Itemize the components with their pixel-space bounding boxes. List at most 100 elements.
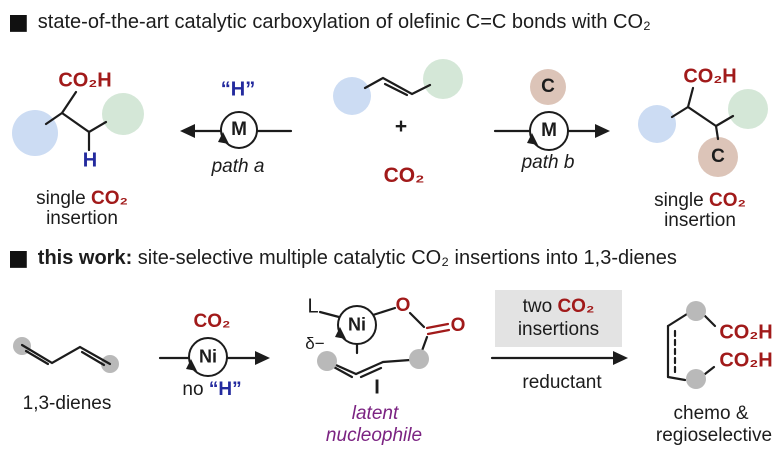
carbon-sphere-tan [698, 137, 738, 177]
bullet-square-icon: ■ [8, 9, 29, 35]
hydride-quoted: “H” [208, 379, 242, 401]
path-b-label: path b [521, 152, 575, 174]
co2-reagent-label: CO₂ [193, 311, 231, 333]
ligand-bond [318, 310, 341, 319]
hydrogen-label: H [82, 149, 98, 172]
substituent-sphere-blue [12, 110, 58, 156]
plus-sign: + [394, 114, 408, 138]
metal-catalyst-circle [220, 111, 258, 149]
bond-lines [666, 312, 717, 382]
box-co2: CO₂ [557, 296, 595, 318]
substituent-sphere-green [423, 59, 463, 99]
acid-label: CO₂H [719, 321, 773, 344]
oxygen-label: O [395, 295, 411, 317]
right-caption-line2: insertion [664, 210, 736, 232]
box-line1: two CO₂ [523, 296, 595, 318]
left-caption-line1: single CO₂ [36, 189, 128, 209]
arrowhead-right-icon [595, 124, 610, 138]
bond-lines [20, 343, 112, 366]
nickel-label: Ni [199, 346, 217, 367]
carbon-label: C [711, 146, 725, 168]
bond-lines [44, 90, 108, 152]
oxygen-label: O [450, 315, 466, 337]
double-bond-line [383, 82, 409, 97]
product-caption-line2: regioselective [655, 425, 773, 447]
delta-minus-label: δ− [305, 334, 325, 354]
this-work-rest: site-selective multiple catalytic CO₂ in… [132, 247, 677, 269]
nickel-label: Ni [348, 314, 366, 335]
substituent-sphere-blue [333, 77, 371, 115]
substituent-sphere-green [728, 89, 768, 129]
caption-co2: CO₂ [90, 188, 128, 210]
cycle-arrowhead-icon [335, 327, 346, 339]
two-co2-insertions-box: two CO₂ insertions [495, 290, 622, 347]
caption-co2: CO₂ [708, 190, 746, 212]
nickel-catalyst-circle [188, 337, 228, 377]
bullet-square-icon: ■ [8, 245, 29, 271]
no-hydride-label: no “H” [182, 380, 241, 400]
path-a-label: path a [211, 156, 265, 178]
header-top-text: state-of-the-art catalytic carboxylation… [37, 11, 651, 33]
double-bond-line [24, 349, 50, 366]
site-sphere-gray [317, 351, 337, 371]
acid-label: CO₂H [683, 65, 737, 88]
diene-label: 1,3-dienes [22, 393, 112, 415]
header-work-text: this work: site-selective multiple catal… [38, 247, 677, 270]
partial-double-bond [359, 366, 383, 379]
latent-line1: latent [351, 403, 399, 425]
right-product-structure [638, 86, 768, 177]
metal-label: M [231, 119, 247, 141]
arrowhead-left-icon [180, 124, 195, 138]
arrowhead-right-icon [613, 351, 628, 365]
olefin-substrate-structure [333, 59, 463, 115]
path-b-arrow [493, 69, 610, 151]
insertion-step-arrow [490, 351, 628, 365]
ni-catalysis-arrow [158, 337, 270, 377]
box-text: two [522, 296, 558, 318]
site-sphere-gray [409, 349, 429, 369]
nickel-catalyst-circle [337, 305, 377, 345]
cycle-arrowhead-icon [527, 133, 538, 145]
left-caption-line2: insertion [46, 208, 118, 230]
arrowhead-right-icon [255, 351, 270, 365]
partial-double-bond [330, 364, 354, 379]
metal-label: M [541, 120, 557, 142]
this-work-bold: this work: [37, 247, 133, 269]
header-state-of-the-art: ■ state-of-the-art catalytic carboxylati… [8, 11, 651, 34]
bond-lines [363, 76, 432, 96]
o-c-bond [408, 311, 426, 329]
substituent-sphere-blue [638, 105, 676, 143]
right-caption-line1: single CO₂ [654, 191, 746, 211]
carbonyl-double-bond [426, 328, 451, 336]
left-product-structure [12, 90, 144, 156]
double-bond-line [80, 350, 106, 367]
acid-label: CO₂H [58, 69, 112, 92]
acid-label: CO₂H [719, 349, 773, 372]
caption-text: single [36, 188, 91, 210]
metal-catalyst-circle [529, 111, 569, 151]
cycle-arrowhead-icon [218, 132, 229, 144]
cycle-arrowhead-icon [186, 359, 197, 371]
bond-lines [670, 86, 735, 141]
intermediate-structure [317, 305, 451, 379]
carbon-label: C [541, 76, 555, 98]
ligand-label: L [307, 295, 319, 318]
caption-text: single [654, 190, 709, 212]
carbonyl-double-bond [425, 322, 450, 330]
hydride-label: “H” [220, 78, 256, 101]
product-caption-line1: chemo & [673, 403, 749, 425]
site-sphere-gray [686, 301, 706, 321]
ni-o-bond [371, 306, 397, 317]
co2-reagent-label: CO₂ [383, 163, 425, 187]
box-line2: insertions [517, 318, 600, 340]
latent-line2: nucleophile [325, 425, 423, 447]
site-sphere-gray [686, 369, 706, 389]
diene-structure [13, 337, 119, 373]
substituent-sphere-green [102, 93, 144, 135]
path-a-arrow [180, 111, 293, 149]
carbon-sphere-tan [530, 69, 566, 105]
diacid-product-structure [666, 301, 717, 389]
intermediate-numeral: I [374, 376, 380, 399]
